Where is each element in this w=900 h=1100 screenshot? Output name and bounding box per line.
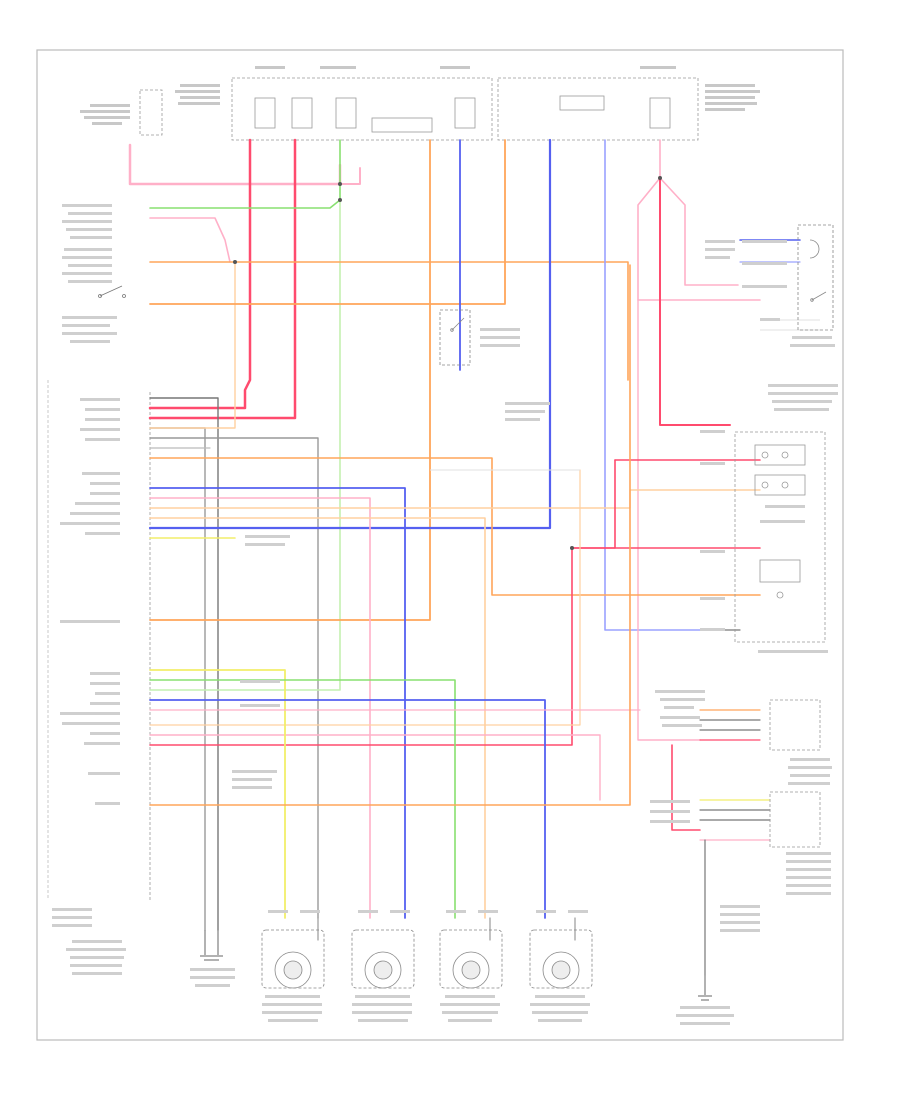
diagram-border (36, 49, 844, 1041)
top-fuse-text-marks (80, 66, 760, 125)
abs-control-module (47, 380, 151, 900)
right-lower-label-marks (650, 690, 832, 932)
brake-switch-symbol (98, 285, 126, 298)
stop-lamp-switch (439, 309, 471, 366)
right-lower-connector (769, 699, 821, 848)
chassis-ground-left (200, 930, 223, 961)
right-rear-wheel-speed-sensor (529, 929, 593, 989)
cluster-label-marks (700, 430, 828, 653)
stop-lamp-label-marks (232, 328, 550, 789)
left-rear-wheel-speed-sensor (439, 929, 503, 989)
left-front-wheel-speed-sensor (261, 929, 325, 989)
right-upper-label-marks (705, 240, 838, 411)
instrument-cluster (734, 431, 826, 643)
abs-pin-label-marks (52, 398, 126, 975)
left-switch-label-marks (62, 204, 117, 343)
right-front-wheel-speed-sensor (351, 929, 415, 989)
right-upper-switch (797, 224, 834, 331)
wheel-speed-sensors (261, 929, 593, 989)
chassis-ground-right (698, 975, 712, 1001)
ground-left-label-marks (190, 968, 235, 987)
wire-harness (128, 138, 801, 976)
ground-right-label-marks (676, 1006, 734, 1025)
faint-wires (430, 319, 820, 471)
sensor-label-marks (262, 910, 590, 1022)
top-fuse-relay-box (139, 77, 699, 141)
splice-points (233, 176, 662, 550)
